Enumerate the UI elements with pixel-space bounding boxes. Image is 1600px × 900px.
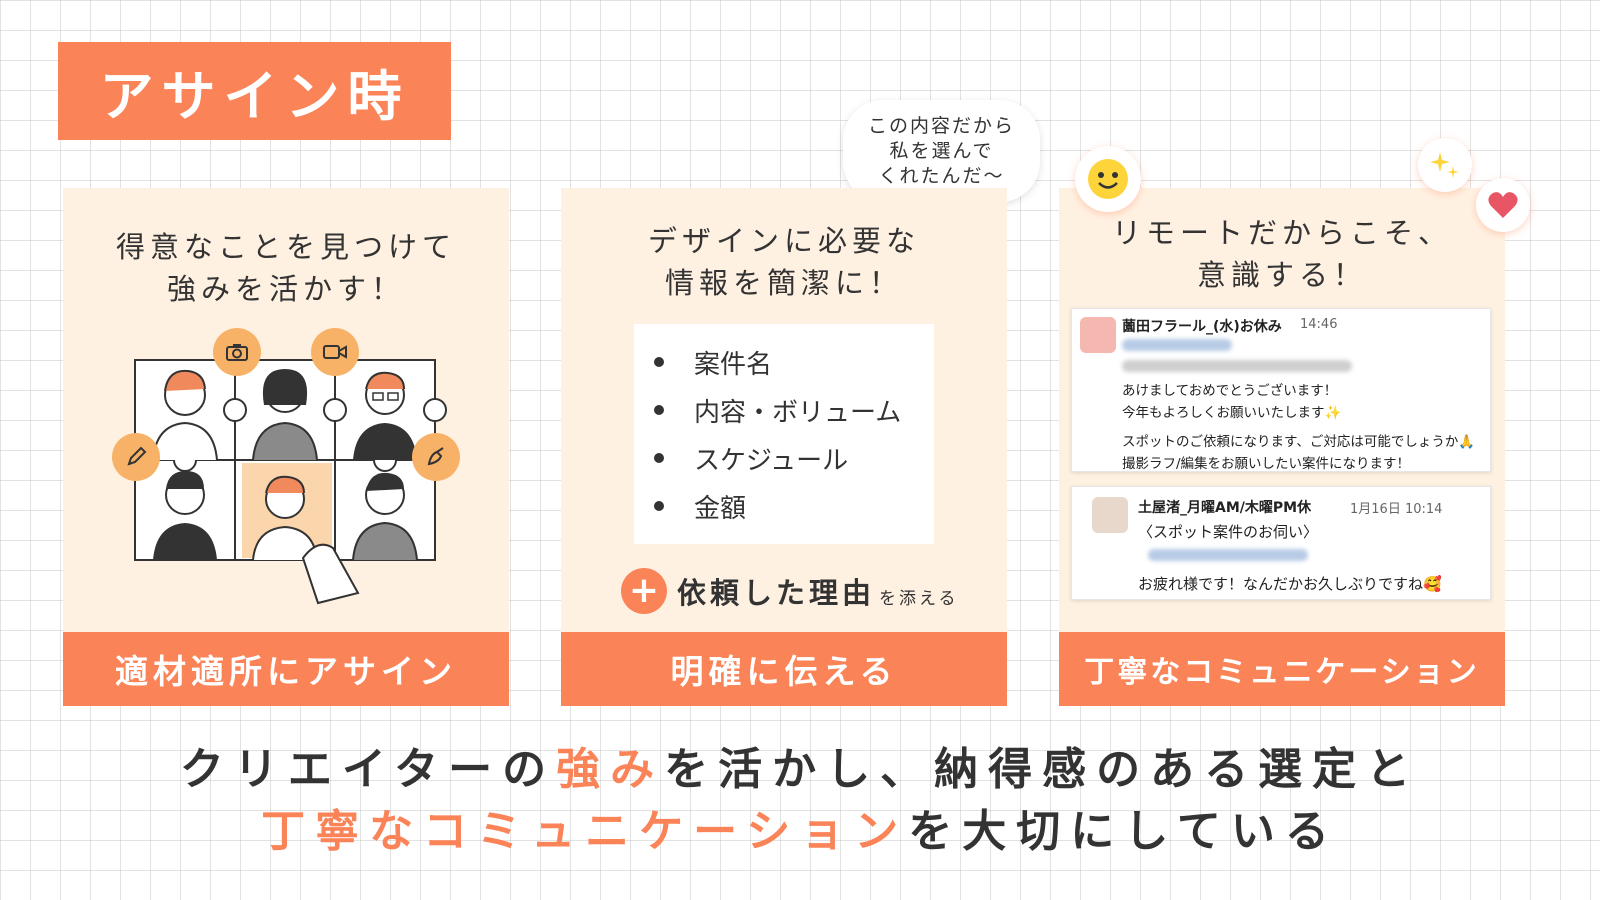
- chat-sender-name: 土屋渚_月曜AM/木曜PM休: [1138, 500, 1312, 516]
- list-item-label: 案件名: [694, 349, 773, 380]
- bullet-icon: [654, 501, 664, 511]
- blurred-mention: [1122, 339, 1232, 351]
- list-item-label: 金額: [694, 493, 747, 524]
- statement-text: クリエイターの: [179, 744, 557, 795]
- info-list: 案件名 内容・ボリューム スケジュール 金額: [634, 324, 934, 544]
- card-heading: デザインに必要な 情報を簡潔に！: [561, 220, 1007, 304]
- card-footer-label: 適材適所にアサイン: [63, 632, 509, 706]
- card-footer-label: 明確に伝える: [561, 632, 1007, 706]
- chat-text: スポットのご依頼になります、ご対応は可能でしょうか🙏: [1122, 434, 1476, 450]
- puzzle-people-graphic: [134, 359, 447, 605]
- avatar: [1080, 317, 1116, 353]
- chat-text: 今年もよろしくお願いいたします✨: [1122, 405, 1342, 421]
- card-heading: 得意なことを見つけて 強みを活かす！: [63, 226, 509, 310]
- chat-text: あけましておめでとうございます！: [1122, 383, 1338, 399]
- chat-text: 〈スポット案件のお伺い〉: [1138, 523, 1319, 541]
- plus-icon: +: [621, 568, 667, 614]
- speech-bubble: この内容だから 私を選んで くれたんだ〜: [843, 100, 1040, 202]
- speech-line-3: くれたんだ〜: [878, 164, 1005, 187]
- chat-message: 土屋渚_月曜AM/木曜PM休 1月16日 10:14 〈スポット案件のお伺い〉 …: [1071, 486, 1491, 600]
- list-item: 金額: [654, 482, 934, 530]
- reason-row: + 依頼した理由 を添える: [621, 568, 959, 614]
- reason-sub-text: を添える: [879, 588, 959, 609]
- blurred-mention: [1148, 549, 1308, 561]
- speech-line-1: この内容だから: [867, 114, 1015, 137]
- puzzle-illustration: [108, 328, 468, 613]
- statement-text: を大切にしている: [908, 806, 1339, 857]
- list-item: 内容・ボリューム: [654, 386, 934, 434]
- heading-line-2: 強みを活かす！: [166, 272, 405, 306]
- card-footer-label: 丁寧なコミュニケーション: [1059, 632, 1505, 706]
- card-polite-communication: リモートだからこそ、 意識する！ 薗田フラール_(水)お休み 14:46 あけま…: [1059, 188, 1505, 706]
- statement-highlight: 丁寧なコミュニケーション: [261, 806, 909, 857]
- bullet-icon: [654, 357, 664, 367]
- chat-text: 撮影ラフ/編集をお願いしたい案件になります！: [1122, 456, 1411, 472]
- chat-timestamp: 1月16日 10:14: [1350, 502, 1443, 517]
- bottom-statement-line-1: クリエイターの強みを活かし、納得感のある選定と: [0, 733, 1600, 797]
- chat-text: お疲れ様です！なんだかお久しぶりですね🥰: [1138, 575, 1442, 593]
- heading-line-1: リモートだからこそ、: [1111, 216, 1452, 250]
- page-title: アサイン時: [58, 42, 451, 140]
- list-item: 案件名: [654, 338, 934, 386]
- smile-emoji-icon: [1075, 146, 1141, 212]
- card-communicate-clearly: デザインに必要な 情報を簡潔に！ 案件名 内容・ボリューム スケジュール 金額 …: [561, 188, 1007, 706]
- bullet-icon: [654, 405, 664, 415]
- bullet-icon: [654, 453, 664, 463]
- sparkles-icon: [1418, 138, 1472, 192]
- chat-message: 薗田フラール_(水)お休み 14:46 あけましておめでとうございます！ 今年も…: [1071, 308, 1491, 472]
- speech-line-2: 私を選んで: [889, 139, 994, 162]
- heading-line-2: 情報を簡潔に！: [664, 266, 903, 300]
- chat-timestamp: 14:46: [1300, 317, 1338, 332]
- card-assign: 得意なことを見つけて 強みを活かす！: [63, 188, 509, 706]
- statement-text: を活かし、納得感のある選定と: [664, 744, 1421, 795]
- heading-line-1: デザインに必要な: [647, 224, 920, 258]
- reason-main-text: 依頼した理由: [677, 576, 876, 610]
- heading-line-2: 意識する！: [1196, 258, 1367, 292]
- list-item-label: スケジュール: [694, 445, 849, 476]
- list-item-label: 内容・ボリューム: [694, 397, 902, 428]
- avatar: [1092, 497, 1128, 533]
- list-item: スケジュール: [654, 434, 934, 482]
- camera-icon: [213, 328, 261, 376]
- chat-sender-name: 薗田フラール_(水)お休み: [1122, 319, 1282, 335]
- video-icon: [311, 328, 359, 376]
- bottom-statement-line-2: 丁寧なコミュニケーションを大切にしている: [0, 795, 1600, 859]
- heart-icon: [1476, 178, 1530, 232]
- card-heading: リモートだからこそ、 意識する！: [1059, 212, 1505, 296]
- heading-line-1: 得意なことを見つけて: [115, 230, 456, 264]
- pencil-icon: [112, 433, 160, 481]
- statement-highlight: 強み: [556, 744, 665, 795]
- pen-nib-icon: [412, 433, 460, 481]
- blurred-text: [1122, 360, 1352, 372]
